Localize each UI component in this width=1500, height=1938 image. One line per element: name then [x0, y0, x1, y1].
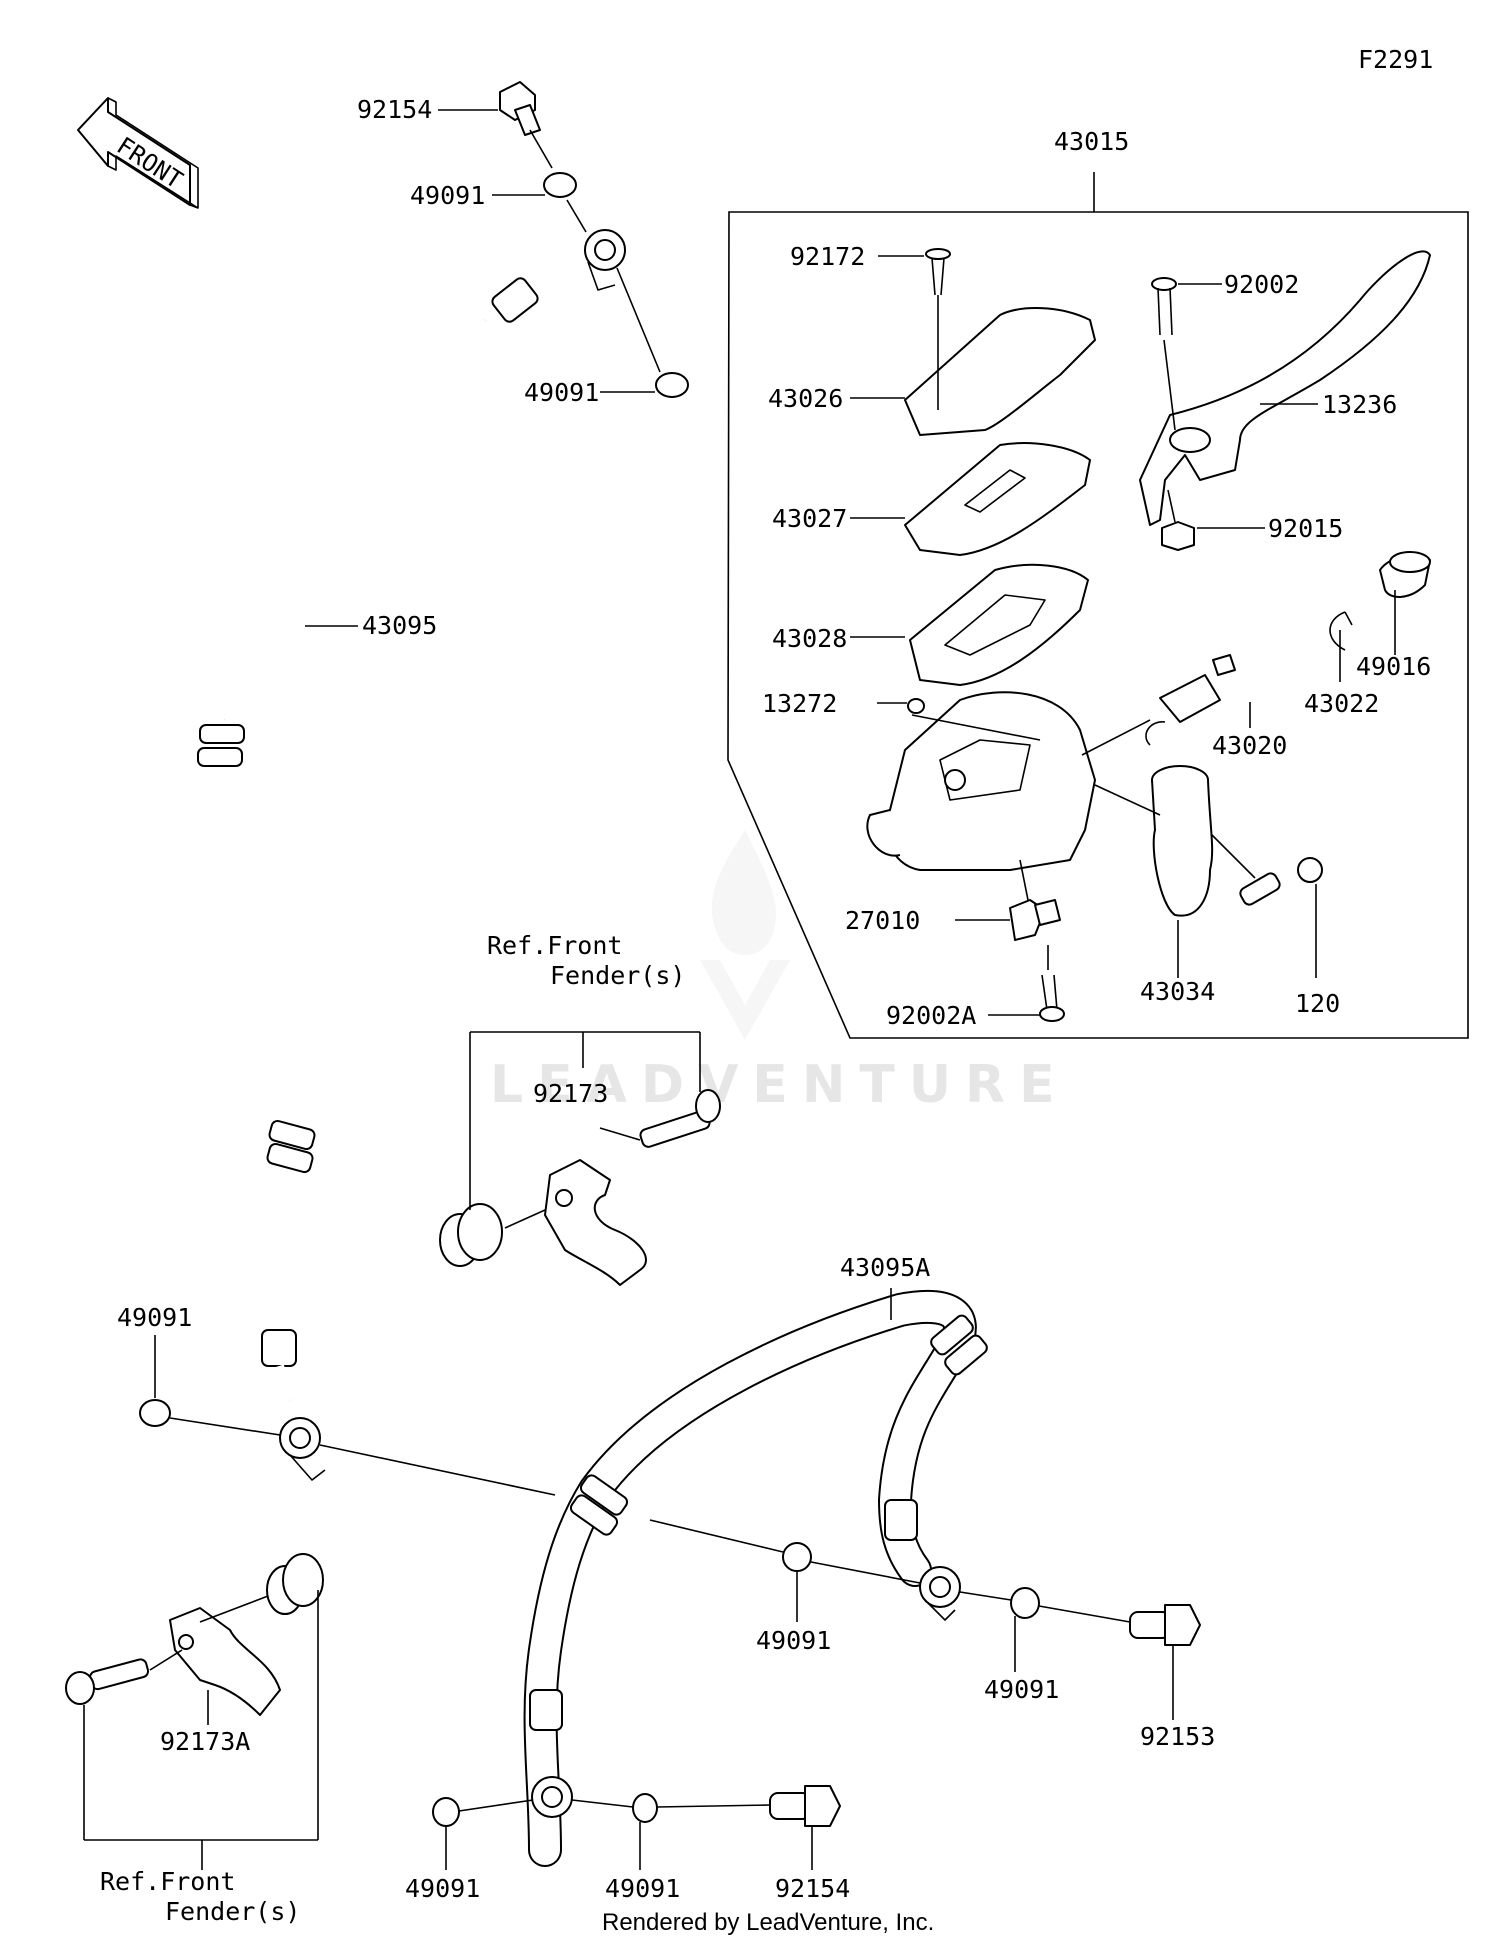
front-arrow-icon: FRONT — [77, 97, 199, 209]
clamp-43034 — [1151, 765, 1214, 917]
ref-front-fender-top-line2: Fender(s) — [550, 961, 685, 990]
label-43095: 43095 — [362, 611, 437, 640]
figure-code: F2291 — [1358, 45, 1433, 74]
label-49091-bot2: 49091 — [605, 1874, 680, 1903]
label-43020: 43020 — [1212, 731, 1287, 760]
label-43026: 43026 — [768, 384, 843, 413]
label-43022: 43022 — [1304, 689, 1379, 718]
brake-hose-43095A — [523, 1289, 988, 1867]
ref-front-fender-bottom-line1: Ref.Front — [100, 1867, 235, 1896]
banjo-fitting-43095A-right — [919, 1566, 961, 1621]
label-120: 120 — [1295, 989, 1340, 1018]
watermark-logo — [700, 830, 790, 1040]
washer-49091-top2 — [655, 372, 689, 398]
ref-front-fender-top-line1: Ref.Front — [487, 931, 622, 960]
bolt-120 — [1239, 857, 1323, 906]
banjo-fitting-lower — [279, 1417, 326, 1481]
reservoir-cover-43026 — [904, 307, 1096, 436]
washer-49091-bot2 — [632, 1793, 658, 1823]
watermark-text: LEADVENTURE — [490, 1055, 1069, 1115]
grommet-92173A — [266, 1553, 324, 1615]
circlip-43022 — [1329, 611, 1353, 651]
label-13272: 13272 — [762, 689, 837, 718]
leader-lines-labels — [154, 109, 1174, 1870]
label-43028: 43028 — [772, 624, 847, 653]
assembly-box-43015 — [727, 211, 1469, 1039]
banjo-fitting-43095A-bottom — [531, 1776, 573, 1818]
washer-49091-mid — [782, 1542, 812, 1572]
piston-43020 — [1145, 654, 1236, 746]
washer-49091-right — [1010, 1587, 1040, 1619]
master-cylinder-body — [866, 691, 1096, 871]
diaphragm-43028 — [909, 563, 1089, 686]
label-92015: 92015 — [1268, 514, 1343, 543]
washer-49091-top1 — [543, 172, 577, 198]
label-49091-mid: 49091 — [756, 1626, 831, 1655]
label-43015: 43015 — [1054, 127, 1129, 156]
bolt-92173A — [65, 1658, 150, 1705]
screw-92172 — [925, 248, 951, 296]
brake-hose-43095 — [182, 245, 596, 1402]
banjo-fitting-top — [584, 229, 626, 291]
label-92154-bottom: 92154 — [775, 1874, 850, 1903]
banjo-bolt-92154-top — [499, 81, 541, 136]
brake-switch-27010 — [1009, 899, 1061, 941]
label-27010: 27010 — [845, 906, 920, 935]
label-49091-top1: 49091 — [410, 181, 485, 210]
leader-lines-hoses — [169, 129, 1131, 1812]
clip-92173A — [169, 1607, 281, 1716]
cap-13272 — [907, 698, 925, 714]
clip-92173 — [544, 1159, 647, 1286]
screw-92002A — [1039, 974, 1065, 1022]
grommet-92173 — [439, 1203, 503, 1267]
washer-49091-bot1 — [432, 1797, 460, 1827]
label-92173: 92173 — [533, 1079, 608, 1108]
banjo-bolt-92154-bottom — [769, 1785, 841, 1827]
label-92172: 92172 — [790, 242, 865, 271]
leader-lines-92173 — [469, 1031, 701, 1229]
boot-49016 — [1379, 551, 1431, 598]
nut-92015 — [1161, 521, 1195, 551]
banjo-bolt-92153 — [1129, 1604, 1201, 1646]
label-49091-top2: 49091 — [524, 378, 599, 407]
footer-credit: Rendered by LeadVenture, Inc. — [602, 1909, 934, 1936]
brake-lever-13236 — [1139, 250, 1431, 526]
label-92002: 92002 — [1224, 270, 1299, 299]
label-49091-left: 49091 — [117, 1303, 192, 1332]
label-92153: 92153 — [1140, 1722, 1215, 1751]
label-43034: 43034 — [1140, 977, 1215, 1006]
label-49091-right: 49091 — [984, 1675, 1059, 1704]
washer-49091-left — [139, 1399, 171, 1427]
label-43095A: 43095A — [840, 1253, 930, 1282]
label-43027: 43027 — [772, 504, 847, 533]
pivot-bolt-92002 — [1151, 277, 1177, 336]
label-92154-top: 92154 — [357, 95, 432, 124]
label-92002A: 92002A — [886, 1001, 976, 1030]
label-92173A: 92173A — [160, 1727, 250, 1756]
label-49016: 49016 — [1356, 652, 1431, 681]
leader-lines-assembly — [850, 172, 1396, 1016]
label-13236: 13236 — [1322, 390, 1397, 419]
leader-lines-92173A — [83, 1590, 319, 1870]
bolt-92173 — [639, 1089, 721, 1148]
label-49091-bot1: 49091 — [405, 1874, 480, 1903]
ref-front-fender-bottom-line2: Fender(s) — [165, 1897, 300, 1926]
